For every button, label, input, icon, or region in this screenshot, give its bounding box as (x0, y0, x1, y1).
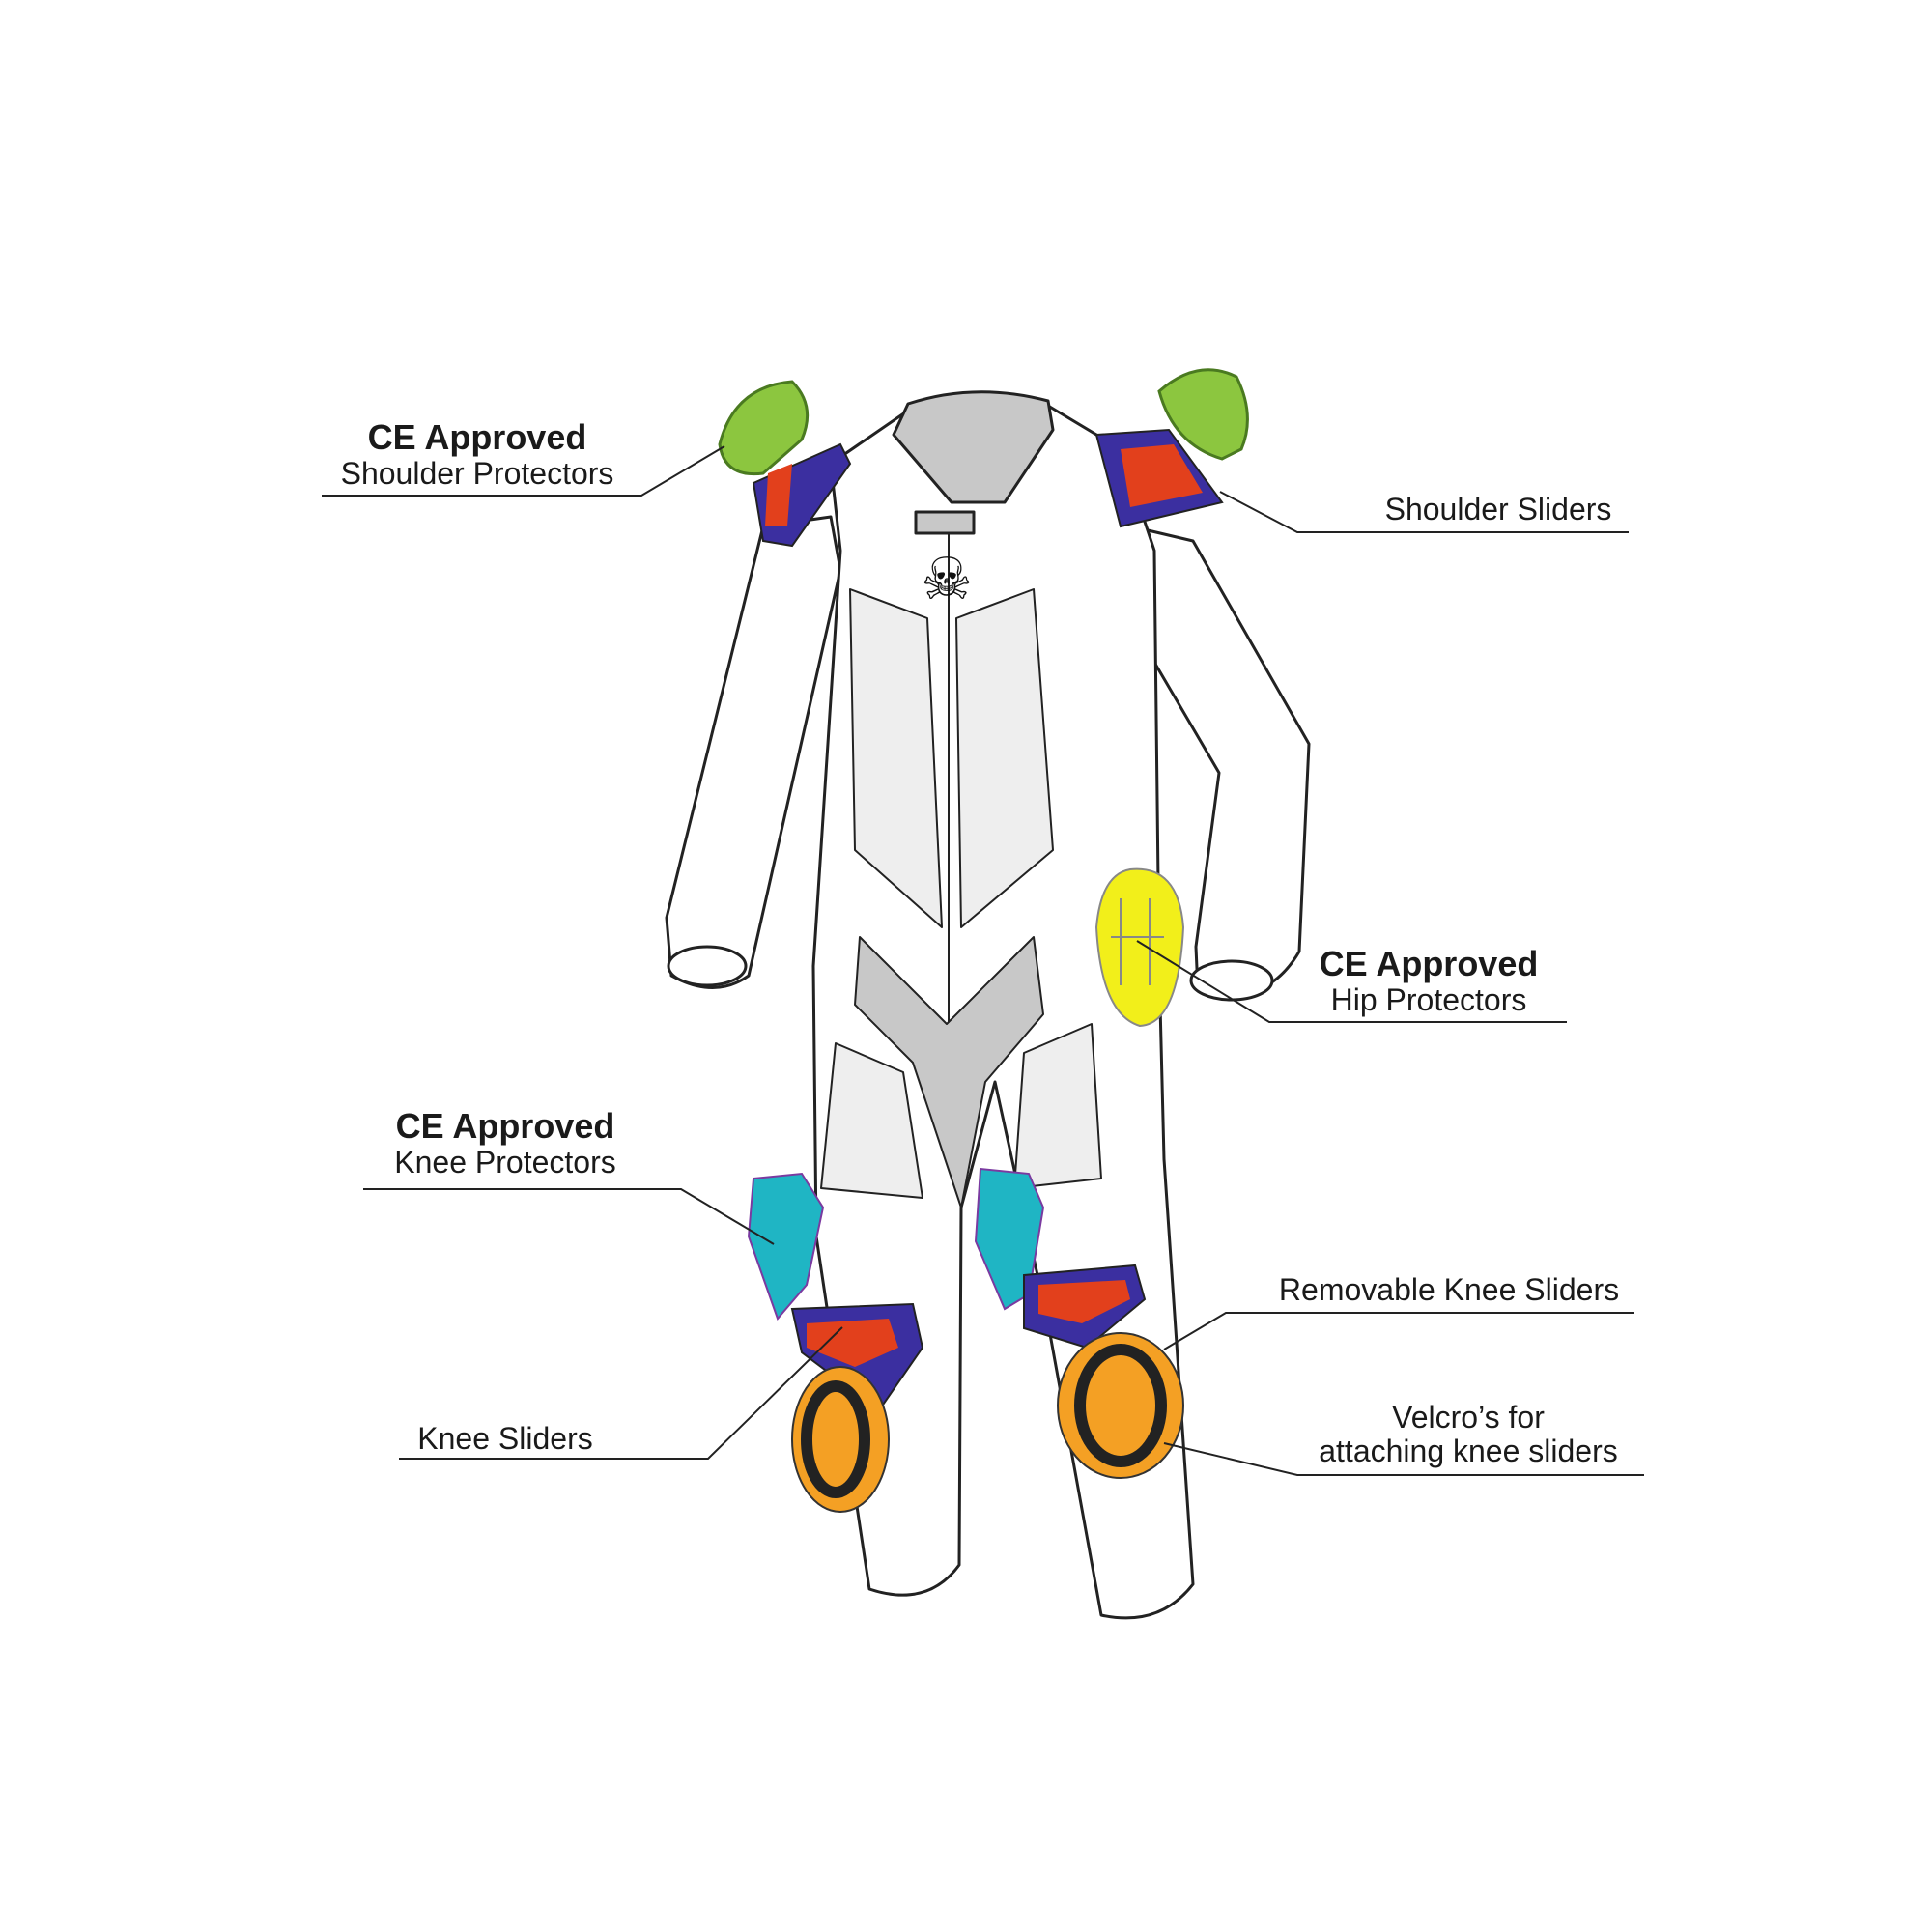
thigh-panel-left (820, 1042, 923, 1199)
hip-protector-ribs (1111, 898, 1164, 985)
label-text: Hip Protectors (1330, 981, 1527, 1017)
label-text: Removable Knee Sliders (1278, 1272, 1620, 1307)
label-shoulder-protectors: CE Approved Shoulder Protectors (341, 418, 614, 491)
left-arm (665, 515, 842, 989)
knee-slider-left-face (807, 1319, 898, 1367)
leader-knee-sliders (399, 1326, 843, 1460)
thigh-panel-right (1013, 1023, 1102, 1189)
label-removable-knee-sliders: Removable Knee Sliders (1278, 1272, 1620, 1307)
shoulder-protector-left (718, 380, 810, 476)
leader-shoulder-protectors (322, 445, 725, 497)
left-cuff (667, 945, 748, 987)
label-hip-protectors: CE Approved Hip Protectors (1320, 945, 1539, 1017)
velcro-left-ring (801, 1380, 870, 1498)
hip-protector (1094, 867, 1185, 1028)
label-text: Shoulder Sliders (1384, 492, 1612, 526)
label-knee-protectors: CE Approved Knee Protectors (394, 1107, 615, 1179)
leader-knee-protectors (363, 1188, 775, 1245)
leader-hip-protectors (1136, 940, 1567, 1023)
collar (892, 390, 1055, 504)
label-title: CE Approved (395, 1106, 615, 1146)
shoulder-slider-right-face (1121, 444, 1203, 507)
collar-tab (914, 510, 976, 535)
label-knee-sliders: Knee Sliders (417, 1421, 593, 1456)
shoulder-protector-right (1157, 368, 1249, 461)
label-velcros: Velcro’s for attaching knee sliders (1319, 1400, 1618, 1469)
chest-panel-left (849, 588, 943, 928)
label-title: CE Approved (1319, 944, 1539, 983)
leader-removable-knee-sliders (1163, 1312, 1634, 1350)
label-shoulder-sliders: Shoulder Sliders (1384, 492, 1612, 526)
chest-panel-right (955, 588, 1054, 928)
chest-logo: ☠ (921, 547, 973, 611)
knee-protector-left (747, 1172, 825, 1321)
crotch-panel (854, 936, 1044, 1208)
leader-velcros (1163, 1442, 1644, 1476)
leader-shoulder-sliders (1219, 491, 1629, 533)
shoulder-slider-left-face (765, 464, 792, 526)
label-line1: Velcro’s for (1392, 1400, 1545, 1435)
label-text: Knee Protectors (394, 1144, 616, 1179)
label-text: Knee Sliders (417, 1421, 593, 1456)
knee-slider-right-face (1038, 1280, 1130, 1323)
label-text: Shoulder Protectors (340, 455, 614, 491)
label-line2: attaching knee sliders (1319, 1434, 1618, 1469)
velcro-right-ring (1074, 1344, 1167, 1467)
label-title: CE Approved (367, 417, 587, 457)
